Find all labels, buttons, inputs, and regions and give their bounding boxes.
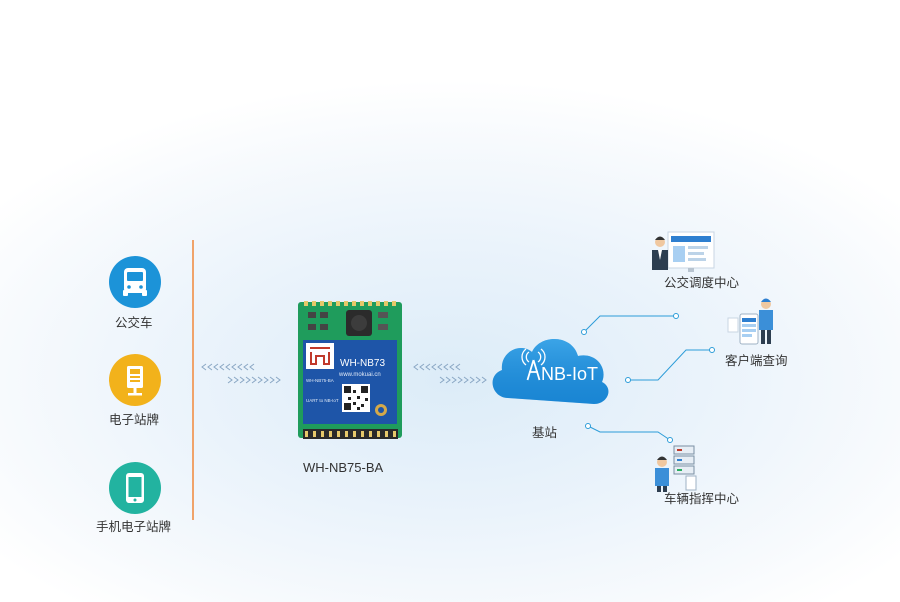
nb-iot-cloud-icon [492,338,609,404]
left-label-mobile: 手机电子站牌 [96,519,172,534]
right-label-command: 车辆指挥中心 [664,491,740,506]
module-caption: WH-NB75-BA [303,460,384,475]
board-url: www.mokuai.cn [338,372,381,378]
divider-line [192,240,194,520]
cloud-label: NB-IoT [541,364,598,384]
nb-module-board [298,301,402,439]
bus-icon [123,268,147,296]
command-server-icon [655,445,697,492]
connection-lines [583,315,712,441]
customer-phone-icon [727,298,773,345]
arrow-chevrons-left [201,363,281,384]
dispatcher-computer-icon [652,231,715,272]
board-line2: UART to NB-IoT [306,398,339,403]
mobile-phone-icon [126,473,144,503]
base-station-label: 基站 [532,425,558,440]
left-label-bus: 公交车 [115,315,153,330]
left-label-bus-stop: 电子站牌 [109,412,160,427]
right-label-dispatch: 公交调度中心 [664,275,740,290]
bus-stop-icon-circle [109,354,161,406]
board-title: WH-NB73 [340,358,385,369]
board-line1: WH-NB75-BA [306,378,334,383]
mobile-icon-circle [109,462,161,514]
bus-icon-circle [109,256,161,308]
bus-stop-sign-icon [127,366,143,396]
arrow-chevrons-middle [413,363,487,384]
right-label-customer: 客户端查询 [725,353,788,368]
